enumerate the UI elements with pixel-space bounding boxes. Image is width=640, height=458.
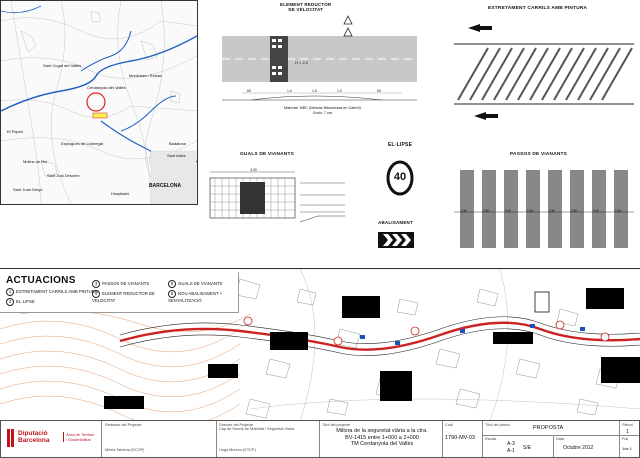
map-label: El Papiol	[7, 129, 23, 134]
redaction-box	[586, 288, 624, 309]
project-title: Millora de la seguretat viària a la ctra…	[336, 428, 428, 447]
reductor-note: Material: MBC (Mescla Bituminosa en Cale…	[284, 106, 361, 115]
guals-dim: 3.00	[250, 168, 257, 172]
data-label: Data	[556, 437, 565, 441]
carrils-svg	[454, 24, 634, 120]
escala-a1: A-1	[507, 448, 515, 454]
reductor-svg	[222, 15, 417, 101]
map-label: BARCELONA	[149, 183, 181, 189]
passos-dim: 0,50	[527, 209, 534, 213]
passos-dim: 0,50	[571, 209, 578, 213]
passos-dim: 0,50	[549, 209, 556, 213]
redaction-box	[270, 332, 308, 350]
map-svg	[1, 1, 197, 204]
passos-dim: 0,50	[593, 209, 600, 213]
director-sub: Cap de Secció de Mobilitat i Seguretat V…	[219, 427, 295, 431]
map-label: Sant Adrià	[167, 153, 186, 158]
data-value: Octubre 2012	[563, 445, 594, 451]
map-label: Sant Joan Despí	[13, 187, 43, 192]
map-label: Sant Cugat del Vallès	[43, 63, 82, 68]
reductor-dim: 1.0	[287, 89, 292, 93]
passos-dim: 0,50	[461, 209, 468, 213]
map-label: Molins de Rei	[23, 159, 48, 164]
carrils-detail: ESTRETAMENT CARRILS AMB PINTURA	[448, 0, 640, 135]
elipse-title: EL·LIPSE	[388, 142, 413, 148]
redaccio-label: Redactor del Projecte	[105, 423, 142, 427]
redaction-box	[208, 364, 238, 378]
num-label: Plànol	[622, 423, 633, 427]
redaccio-name: Mireia Taberna (ECOP)	[105, 448, 145, 452]
reductor-dim: 1.0	[337, 89, 342, 93]
passos-dim: 0,50	[615, 209, 622, 213]
reductor-dim: 60	[377, 89, 381, 93]
diputacio-logo	[7, 429, 15, 447]
escala-label: Escala	[485, 437, 497, 441]
speed-limit-sign	[386, 160, 414, 196]
passos-svg	[454, 170, 634, 248]
map-label: Montcada i Reixac	[129, 73, 162, 78]
passos-detail: PASSOS DE VIANANTS 0,50 0,50 0,50 0,50 0…	[440, 148, 640, 253]
escala-a3: A-3	[507, 441, 515, 447]
redaction-box	[380, 371, 412, 401]
reductor-dim: 60	[247, 89, 251, 93]
guals-detail: GUALS DE VIANANTS 3.00	[200, 148, 360, 238]
map-label: Hospitalet	[111, 191, 129, 196]
location-map: Sant Cugat del Vallès Cerdanyola del Val…	[0, 0, 198, 205]
title-label: Títol del projecte	[322, 423, 351, 427]
abalisament-title: ABALISAMENT	[378, 220, 413, 225]
redaction-box	[493, 332, 533, 344]
carrils-title: ESTRETAMENT CARRILS AMB PINTURA	[488, 6, 588, 11]
director-name: Hugo Moreno (ETCP)	[219, 448, 256, 452]
redaction-box	[601, 357, 640, 383]
num-value: 1	[626, 429, 629, 435]
plano-label: Títol del plànol	[485, 423, 510, 427]
reductor-dim: 1.0	[312, 89, 317, 93]
director-label: Director del Projecte	[219, 423, 254, 427]
escala-value: S/E	[523, 445, 532, 451]
redaction-box	[104, 396, 144, 409]
map-label: Esplugues de Llobregat	[61, 141, 104, 146]
codi-value: 1790-MV-03	[445, 435, 475, 441]
full-value: 1de 1	[622, 446, 633, 451]
reductor-detail: ELEMENT REDUCTOR DE VELOCITAT H = 2.2 60…	[212, 0, 422, 135]
chevron-sign-icon	[378, 232, 414, 248]
redaction-box	[342, 296, 380, 318]
map-label: Cerdanyola del Vallès	[87, 85, 126, 90]
map-label: Sant Just Desvern	[47, 173, 80, 178]
plan-svg	[0, 269, 640, 421]
plano-value: PROPOSTA	[533, 425, 564, 431]
passos-dim: 0,50	[483, 209, 490, 213]
actuacions-title: ACTUACIONS	[6, 275, 76, 286]
guals-svg	[209, 171, 345, 223]
guals-title: GUALS DE VIANANTS	[240, 152, 295, 157]
reductor-title: ELEMENT REDUCTOR DE VELOCITAT	[280, 2, 332, 12]
passos-title: PASSOS DE VIANANTS	[510, 152, 568, 157]
speed-limit-value: 40	[393, 171, 407, 183]
reductor-ratio: H = 2.2	[295, 60, 309, 65]
full-label: Full	[622, 437, 629, 441]
passos-dim: 0,50	[505, 209, 512, 213]
map-label: Badalona	[169, 141, 186, 146]
codi-label: Codi	[445, 423, 453, 427]
